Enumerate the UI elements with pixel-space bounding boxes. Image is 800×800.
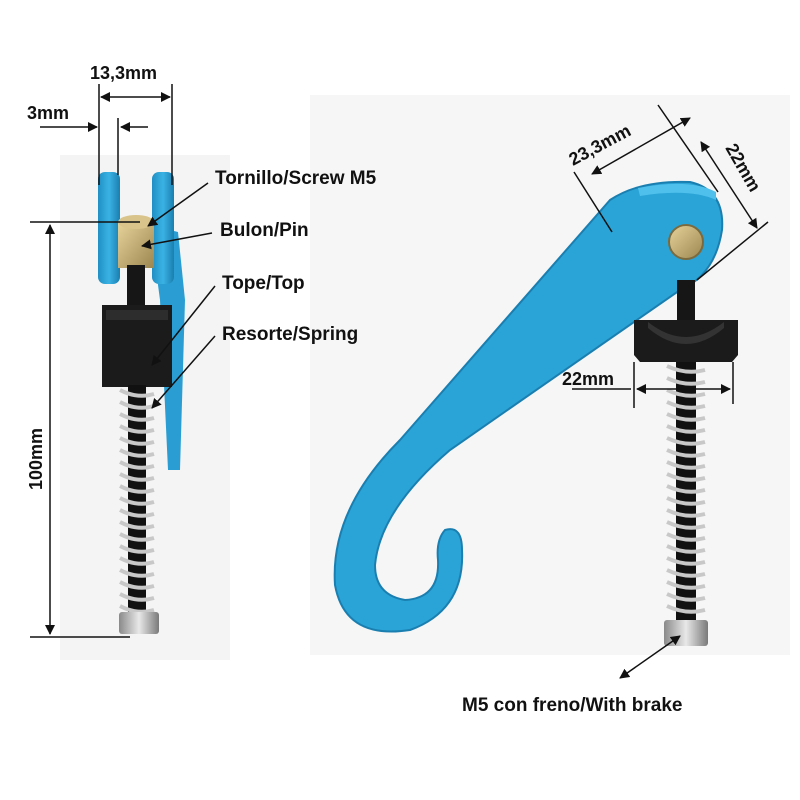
right-product-front-view [333, 180, 738, 646]
dimension-height: 100mm [26, 221, 140, 638]
left-clevis-plate [98, 172, 120, 284]
spring-coil [666, 400, 706, 410]
spring-coil [666, 364, 706, 374]
spring-coil [119, 448, 155, 458]
spring-coil [666, 460, 706, 470]
callout-nut-label: M5 con freno/With brake [462, 695, 682, 716]
callout-top: Tope/Top [151, 273, 305, 366]
spring-coil [119, 460, 155, 470]
spring-coil [666, 412, 706, 422]
spring-coil [119, 544, 155, 554]
spring-coil [119, 556, 155, 566]
spring-coil [666, 532, 706, 542]
spring-coil [666, 376, 706, 386]
spring-coil [119, 532, 155, 542]
spring-coil [666, 568, 706, 578]
dimension-height-label: 100mm [26, 428, 46, 490]
right-spring [666, 362, 706, 624]
spring-coil [666, 448, 706, 458]
callout-pin: Bulon/Pin [141, 220, 309, 250]
callout-screw-label: Tornillo/Screw M5 [215, 168, 377, 189]
left-spring [119, 385, 155, 625]
dimension-top-width-label: 22mm [562, 369, 614, 389]
dimension-width-outer: 13,3mm [90, 63, 173, 185]
callout-spring-label: Resorte/Spring [222, 324, 358, 345]
spring-coil [119, 580, 155, 590]
spring-coil [119, 568, 155, 578]
spring-coil [666, 424, 706, 434]
right-clevis-plate [152, 172, 174, 284]
callout-spring: Resorte/Spring [151, 324, 358, 409]
dimension-top-width: 22mm [562, 362, 734, 408]
left-nut [119, 612, 159, 634]
right-pin-head [668, 224, 704, 260]
spring-coil [119, 436, 155, 446]
spring-coil [119, 508, 155, 518]
spring-coil [119, 424, 155, 434]
spring-coil [666, 592, 706, 602]
spring-coil [119, 592, 155, 602]
spring-coil [119, 388, 155, 398]
callout-nut: M5 con freno/With brake [462, 635, 682, 716]
right-screw-shaft [677, 280, 695, 330]
callout-top-label: Tope/Top [222, 273, 305, 294]
hook-highlight [638, 183, 716, 200]
left-product-side-view [98, 172, 185, 634]
spring-coil [119, 472, 155, 482]
spring-coil [666, 520, 706, 530]
spring-coil [119, 412, 155, 422]
spring-coil [666, 556, 706, 566]
spring-coil [666, 508, 706, 518]
screw-shaft [127, 265, 145, 310]
dimension-gap: 3mm [27, 103, 148, 175]
spring-coil [119, 604, 155, 614]
spring-coil [666, 544, 706, 554]
right-hook-body [333, 180, 724, 633]
spring-coil [666, 496, 706, 506]
spring-coil [666, 484, 706, 494]
spring-coil [666, 472, 706, 482]
spring-coil [666, 436, 706, 446]
dimension-width-outer-label: 13,3mm [90, 63, 157, 83]
spring-coil [119, 520, 155, 530]
spring-coil [666, 604, 706, 614]
spring-coil [666, 580, 706, 590]
callout-pin-label: Bulon/Pin [220, 220, 309, 241]
spring-coil [119, 484, 155, 494]
spring-coil [119, 400, 155, 410]
callout-screw: Tornillo/Screw M5 [147, 168, 377, 227]
spring-coil [119, 496, 155, 506]
dimension-gap-label: 3mm [27, 103, 69, 123]
